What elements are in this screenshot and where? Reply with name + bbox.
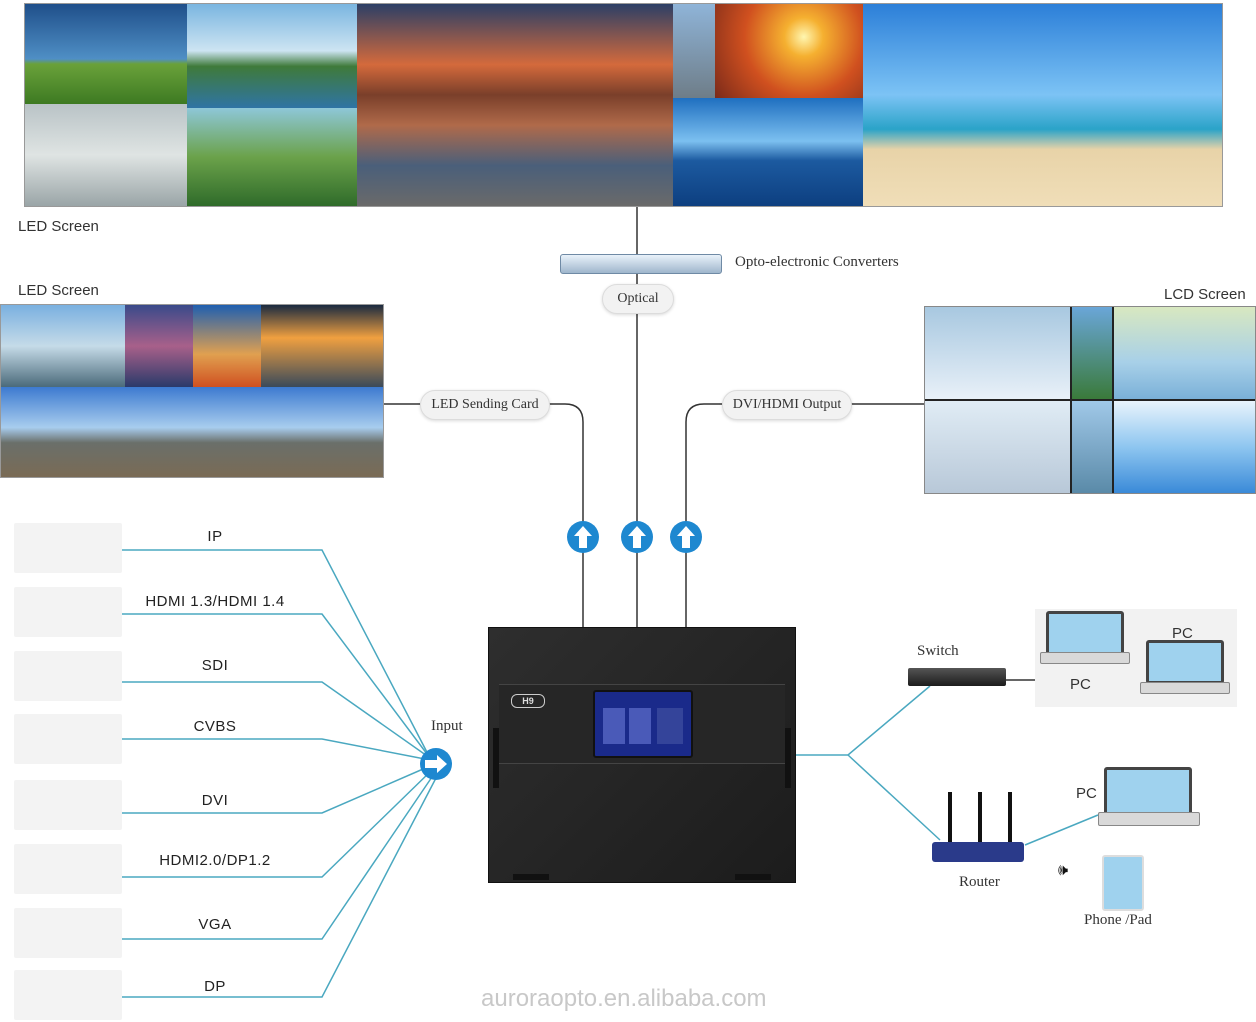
led-sending-card-pill: LED Sending Card [420, 390, 550, 420]
laptop-icon [1104, 767, 1192, 815]
device-badge: H9 [511, 694, 545, 708]
pc-label-3: PC [1076, 785, 1097, 802]
top-led-screen-label: LED Screen [18, 218, 99, 235]
tile-lighthouse [1, 305, 125, 387]
tile-sea-island [673, 98, 863, 206]
left-led-screen-label: LED Screen [18, 282, 99, 299]
tile-pier [125, 305, 193, 387]
wifi-icon: 🕪 [1058, 862, 1069, 879]
dvi-pc-icon [14, 780, 122, 830]
input-label-hdmi14: HDMI 1.3/HDMI 1.4 [145, 593, 285, 610]
left-led-screen [0, 304, 384, 478]
tile-river-bend [261, 305, 383, 387]
hdmi-devices-icon [14, 587, 122, 637]
arrow-up-icon [567, 521, 599, 553]
input-label: Input [431, 718, 463, 734]
phone-pad-label: Phone /Pad [1084, 912, 1152, 928]
line-sending-card [382, 403, 584, 628]
arrow-up-icon [621, 521, 653, 553]
vga-pc-icon [14, 908, 122, 958]
tile-meadow-moon [25, 4, 187, 104]
lcd-screen [924, 306, 1256, 494]
laptop-icon [1046, 611, 1124, 655]
device-handle-left [493, 728, 499, 788]
tile-tower-bridge [1, 387, 383, 477]
input-label-dvi: DVI [201, 792, 229, 809]
optical-pill: Optical [602, 284, 674, 314]
device-touchscreen [593, 690, 693, 758]
video-processor-device: H9 [488, 627, 796, 883]
tile-misty-boat [25, 104, 187, 206]
network-switch-icon [908, 668, 1006, 686]
device-foot [513, 874, 549, 880]
arrow-right-icon [420, 748, 452, 780]
input-lines [122, 549, 1099, 998]
device-handle-right [785, 728, 791, 788]
input-label-cvbs: CVBS [193, 718, 237, 735]
opto-converter-icon [560, 254, 722, 274]
tile-castle-valley [187, 108, 357, 206]
tile-globe [925, 307, 1070, 399]
input-label-sdi: SDI [201, 657, 229, 674]
tile-rabbit [1114, 307, 1255, 399]
arrow-up-icon [670, 521, 702, 553]
hdmi20-laptop-icon [14, 844, 122, 894]
tablet-icon [1102, 855, 1144, 911]
tile-tower [673, 4, 715, 98]
tile-palm-strip [1072, 307, 1112, 399]
router-label: Router [959, 874, 1000, 890]
tile-sunrise [193, 305, 261, 387]
tile-beach-palm [863, 4, 1222, 206]
converter-label: Opto-electronic Converters [735, 254, 899, 270]
pc-label-1: PC [1070, 676, 1091, 693]
tile-mountain-lake [357, 4, 673, 206]
tile-temple [187, 4, 357, 108]
top-led-screen [24, 3, 1223, 207]
watermark: auroraopto.en.alibaba.com [481, 985, 767, 1012]
input-label-vga: VGA [198, 916, 232, 933]
line-dvi-output [685, 403, 924, 628]
device-foot [735, 874, 771, 880]
input-label-hdmi20: HDMI2.0/DP1.2 [159, 852, 271, 869]
switch-label: Switch [917, 643, 959, 659]
cvbs-box-icon [14, 714, 122, 764]
tile-sunset [715, 4, 863, 98]
dp-monitor-icon [14, 970, 122, 1020]
laptop-base [1140, 682, 1230, 694]
tile-sky-strip [1072, 401, 1112, 493]
dvi-hdmi-output-pill: DVI/HDMI Output [722, 390, 852, 420]
lcd-screen-label: LCD Screen [1164, 286, 1246, 303]
router-icon [932, 792, 1024, 862]
input-label-dp: DP [204, 978, 226, 995]
pc-label-2: PC [1172, 625, 1193, 642]
tile-blue-cubes [1114, 401, 1255, 493]
sdi-camera-icon [14, 651, 122, 701]
laptop-base [1040, 652, 1130, 664]
tile-laptop-hands [925, 401, 1070, 493]
ip-camera-icon [14, 523, 122, 573]
laptop-base [1098, 812, 1200, 826]
input-label-ip: IP [207, 528, 223, 545]
laptop-icon [1146, 640, 1224, 684]
